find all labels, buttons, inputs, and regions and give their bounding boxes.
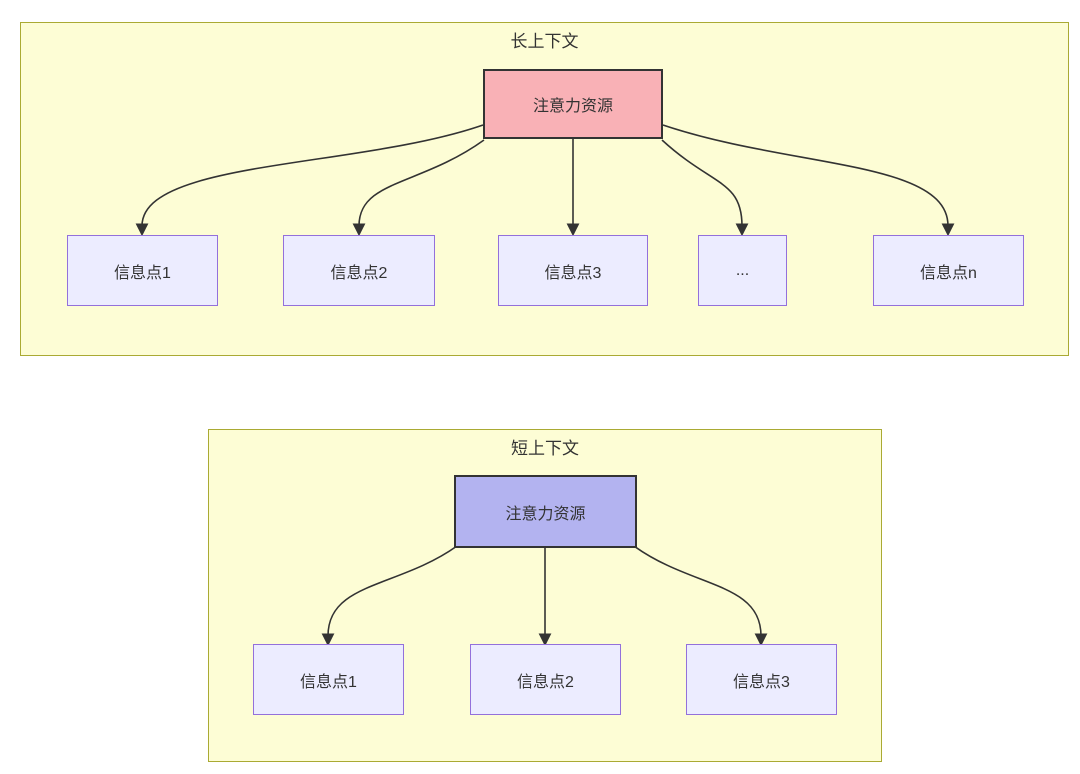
attention-resource-label-long: 注意力资源 (532, 98, 613, 115)
long-info-label-3: 信息点3 (544, 264, 602, 282)
short-info-node-2: 信息点2 (470, 644, 621, 715)
long-context-title: 长上下文 (510, 32, 579, 51)
long-info-label-n: 信息点n (920, 264, 977, 282)
long-info-node-1: 信息点1 (67, 235, 218, 306)
short-info-node-3: 信息点3 (686, 644, 837, 715)
attention-resource-node-short: 注意力资源 (454, 475, 637, 548)
attention-resource-node-long: 注意力资源 (483, 69, 663, 139)
attention-resource-label-short: 注意力资源 (505, 505, 586, 523)
long-info-label-ellipsis: ... (735, 261, 750, 279)
long-info-node-n: 信息点n (873, 235, 1024, 306)
short-info-label-1: 信息点1 (300, 673, 357, 691)
long-info-node-3: 信息点3 (498, 235, 648, 306)
long-info-node-ellipsis: ... (698, 235, 787, 306)
long-info-label-2: 信息点2 (330, 264, 388, 282)
short-info-label-2: 信息点2 (517, 673, 574, 691)
short-info-node-1: 信息点1 (253, 644, 404, 715)
long-info-label-1: 信息点1 (114, 264, 171, 282)
short-context-title: 短上下文 (511, 439, 579, 458)
long-info-node-2: 信息点2 (283, 235, 435, 306)
short-info-label-3: 信息点3 (733, 673, 790, 691)
